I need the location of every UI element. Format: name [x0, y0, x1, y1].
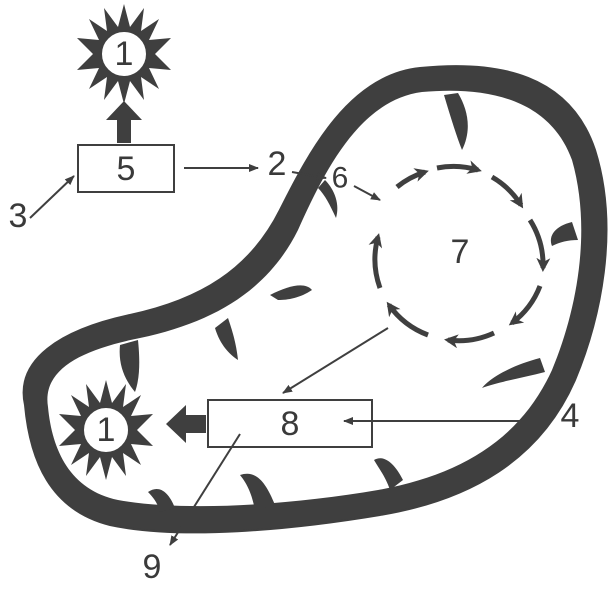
arrow-2-to-6: [291, 171, 327, 181]
label-sun-inner: 1: [97, 411, 116, 449]
label-sun-top: 1: [115, 35, 134, 73]
label-6: 6: [332, 162, 349, 195]
box-5: [77, 144, 175, 193]
arrow-cycle-to-8: [282, 327, 389, 394]
sun-icon-top: [77, 4, 171, 104]
thick-arrow-left: [166, 405, 206, 443]
arrow-3-to-5: [29, 175, 75, 219]
label-box-5: 5: [117, 150, 136, 188]
label-box-8: 8: [281, 405, 300, 443]
label-4: 4: [561, 397, 580, 435]
sun-icon-inner: [59, 380, 153, 480]
arrow-6-to-cycle: [353, 185, 381, 201]
cycle-7: [368, 160, 551, 349]
arrow-8-to-9: [169, 433, 241, 546]
label-9: 9: [143, 548, 162, 586]
label-2: 2: [268, 145, 287, 183]
thick-arrow-up: [106, 101, 142, 143]
cristae: [119, 93, 578, 512]
inner-membrane: [47, 90, 582, 507]
label-3: 3: [9, 197, 28, 235]
label-cycle-7: 7: [451, 233, 470, 271]
